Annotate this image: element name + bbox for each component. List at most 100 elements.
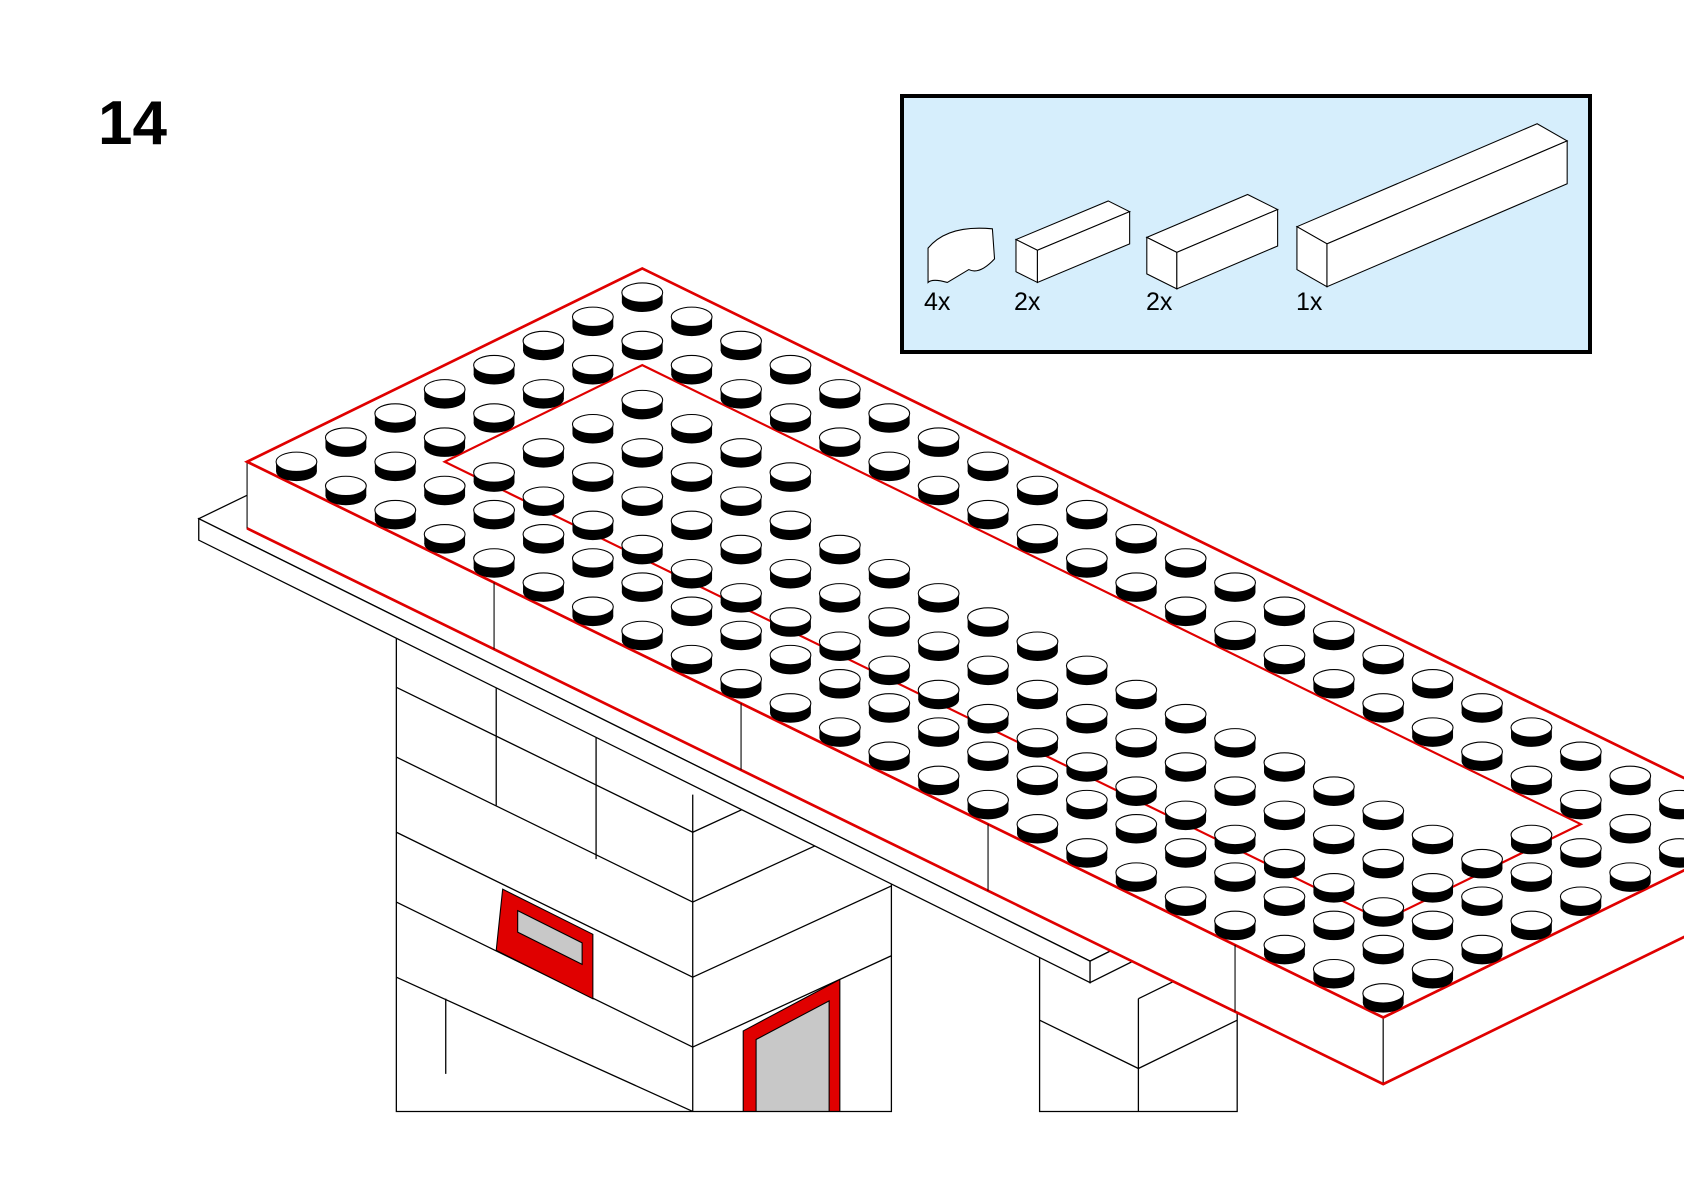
part-quantity: 4x <box>924 288 951 316</box>
stud <box>1164 752 1207 782</box>
stud <box>621 438 664 468</box>
stud-top <box>1411 873 1454 894</box>
stud-top <box>473 548 516 569</box>
stud <box>1609 862 1652 892</box>
stud <box>621 486 664 516</box>
stud <box>868 607 911 637</box>
stud-top <box>1559 741 1602 762</box>
stud <box>720 438 762 468</box>
stud-top <box>621 330 664 352</box>
stud <box>522 486 565 516</box>
stud-top <box>1658 838 1684 859</box>
stud <box>967 703 1009 734</box>
stud-top <box>621 486 664 507</box>
stud <box>1016 813 1059 844</box>
stud-top <box>1065 838 1108 859</box>
stud-top <box>769 462 812 483</box>
stud <box>769 558 812 589</box>
stud <box>374 403 417 433</box>
stud-top <box>571 596 614 617</box>
stud <box>1263 800 1306 831</box>
stud <box>571 462 614 492</box>
stud-top <box>1461 886 1503 907</box>
stud <box>1559 838 1602 868</box>
stud-top <box>1115 572 1158 593</box>
stud-top <box>1362 983 1405 1004</box>
wall-bottom-outline <box>246 527 1684 1086</box>
stud-top <box>868 655 911 677</box>
stud <box>621 389 664 420</box>
stud-top <box>868 741 911 762</box>
stud <box>720 583 762 613</box>
stud <box>1312 776 1355 806</box>
stud-top <box>670 413 713 435</box>
stud-top <box>1016 765 1059 787</box>
stud <box>818 583 861 613</box>
stud <box>1065 548 1108 578</box>
stud-top <box>473 403 516 424</box>
stud-top <box>1263 934 1306 956</box>
stud <box>1263 934 1306 965</box>
stud <box>917 679 960 710</box>
stud-top <box>1263 752 1306 773</box>
stud <box>1115 524 1158 554</box>
stud <box>769 354 812 385</box>
stud <box>1510 824 1553 855</box>
stud-top <box>522 524 565 545</box>
stud-top <box>1559 838 1602 859</box>
stud <box>1362 848 1405 879</box>
stud-top <box>1510 717 1553 738</box>
stud <box>1065 499 1108 530</box>
stud-top <box>967 703 1009 725</box>
stud-top <box>1312 958 1355 980</box>
stud-top <box>571 413 614 435</box>
stud <box>1065 703 1108 734</box>
stud <box>1510 862 1553 892</box>
stud <box>1214 728 1256 758</box>
stud <box>1115 776 1158 806</box>
stud-top <box>917 765 960 787</box>
stud-top <box>769 607 812 628</box>
stud-top <box>1065 548 1108 569</box>
stud-top <box>967 741 1009 762</box>
stud-top <box>1559 886 1602 907</box>
stud-top <box>1658 789 1684 811</box>
stud-top <box>621 534 664 556</box>
stud <box>473 354 516 385</box>
stud <box>571 596 614 627</box>
stud-top <box>374 403 417 424</box>
stud <box>571 548 614 578</box>
stud <box>1016 728 1059 758</box>
stud <box>1065 655 1108 686</box>
stud-top <box>275 451 318 472</box>
stud <box>1065 789 1108 820</box>
stud-top <box>1609 862 1652 883</box>
stud-top <box>473 462 516 483</box>
stud-top <box>720 438 762 459</box>
stud <box>670 510 713 541</box>
stud <box>769 462 812 492</box>
stud-top <box>967 789 1009 811</box>
stud-top <box>769 403 812 424</box>
stud <box>670 413 713 444</box>
stud-top <box>1263 800 1306 821</box>
stud <box>473 462 516 492</box>
stud <box>423 524 466 554</box>
stud-top <box>621 572 664 593</box>
stud <box>1609 813 1652 844</box>
stud <box>571 413 614 444</box>
stud <box>1016 765 1059 796</box>
stud <box>967 499 1009 530</box>
stud <box>720 669 762 699</box>
stud <box>1312 669 1355 699</box>
stud-top <box>769 510 812 532</box>
stud-top <box>967 499 1009 521</box>
stud-top <box>1461 934 1503 956</box>
stud-top <box>818 583 861 604</box>
stud-top <box>868 451 911 472</box>
stud <box>1164 548 1207 578</box>
stud-top <box>1115 679 1158 701</box>
stud-top <box>917 427 960 448</box>
stud-top <box>1411 958 1454 980</box>
